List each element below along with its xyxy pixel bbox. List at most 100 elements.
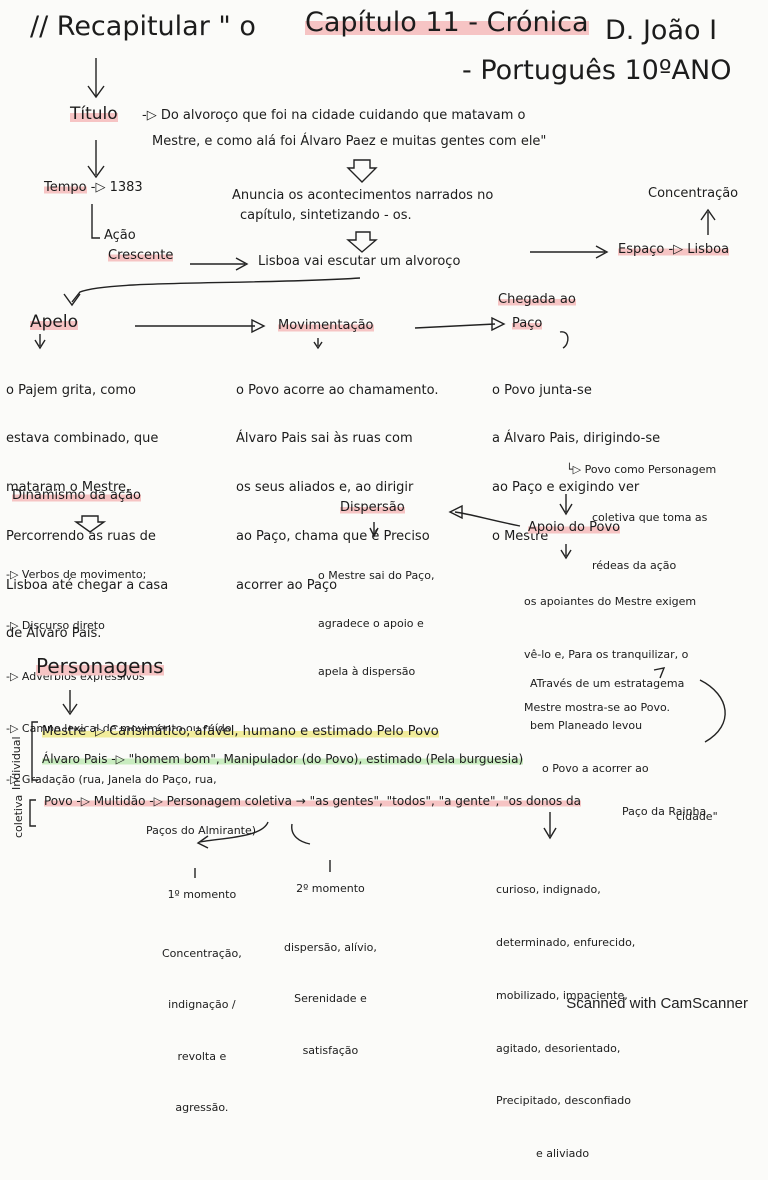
individual-label: Individual bbox=[10, 736, 23, 790]
adjetivos-povo: curioso, indignado, determinado, enfurec… bbox=[496, 846, 635, 1180]
adjetivo-line: determinado, enfurecido, bbox=[496, 935, 636, 949]
movimentacao-line: acorrer ao Paço bbox=[236, 577, 338, 593]
momento1-label: 1º momento bbox=[167, 888, 237, 902]
scanner-watermark: Scanned with CamScanner bbox=[566, 995, 748, 1012]
dinamismo-item: -▷ Discurso direto bbox=[6, 619, 105, 633]
momento2-label: 2º momento bbox=[296, 882, 365, 896]
povo-personagem-line: rédeas da ação bbox=[592, 558, 677, 572]
titulo-text-line2: Mestre, e como alá foi Álvaro Paez e mui… bbox=[152, 134, 547, 149]
dispersao-line: agradece o apoio e bbox=[318, 616, 424, 630]
estratagema-note: ATravés de um estratagema bem Planeado l… bbox=[530, 648, 706, 834]
momento2: 2º momento dispersão, alívio, Serenidade… bbox=[284, 846, 377, 1076]
mestre-line: Mestre -▷ Carismático, afável, humano e … bbox=[42, 724, 439, 740]
povo-text: Povo -▷ Multidão -▷ Personagem coletiva … bbox=[44, 794, 581, 808]
movimentacao-label: Movimentação bbox=[278, 318, 374, 334]
momento2-line: dispersão, alívio, bbox=[284, 941, 377, 955]
dinamismo-label-text: Dinamismo da ação bbox=[12, 488, 142, 503]
movimentacao-line: Álvaro Pais sai às ruas com bbox=[236, 431, 413, 447]
chegada-line1: Chegada ao bbox=[498, 292, 576, 308]
dispersao-label: Dispersão bbox=[340, 500, 405, 516]
chegada-line1-text: Chegada ao bbox=[498, 292, 576, 307]
chegada-line: a Álvaro Pais, dirigindo-se bbox=[492, 431, 661, 447]
dinamismo-item: Paços do Almirante) bbox=[146, 823, 257, 837]
dinamismo-label: Dinamismo da ação bbox=[12, 488, 142, 504]
apoio-line: Mestre mostra-se ao Povo. bbox=[524, 700, 671, 714]
personagens-label-text: Personagens bbox=[36, 654, 164, 678]
adjetivo-line: Precipitado, desconfiado bbox=[496, 1094, 632, 1108]
chegada-line2-text: Paço bbox=[512, 316, 543, 331]
momento2-line: satisfação bbox=[302, 1043, 359, 1057]
titulo-label-text: Título bbox=[70, 104, 118, 124]
movimentacao-line: o Povo acorre ao chamamento. bbox=[236, 382, 439, 398]
movimentacao-line: os seus aliados e, ao dirigir bbox=[236, 480, 414, 495]
header-recapitular: // Recapitular " o bbox=[30, 11, 256, 42]
apelo-label: Apelo bbox=[30, 312, 79, 333]
apoio-label: Apoio do Povo bbox=[528, 520, 621, 536]
tempo-block: Tempo -▷ 1383 bbox=[44, 180, 143, 196]
tempo-label: Tempo bbox=[44, 180, 87, 195]
chegada-line: ao Paço e exigindo ver bbox=[492, 480, 640, 495]
acao-value-text: Crescente bbox=[108, 248, 174, 263]
anuncia-line1: Anuncia os acontecimentos narrados no bbox=[232, 188, 494, 203]
dispersao-line: o Mestre sai do Paço, bbox=[318, 568, 435, 582]
espaco-text: Espaço -▷ Lisboa bbox=[618, 242, 730, 257]
mestre-text: Mestre -▷ Carismático, afável, humano e … bbox=[42, 724, 439, 739]
chegada-line: o Povo junta-se bbox=[492, 382, 592, 398]
adjetivo-line: curioso, indignado, bbox=[496, 883, 601, 897]
apoio-line: os apoiantes do Mestre exigem bbox=[524, 595, 697, 609]
apelo-line: Lisboa até chegar a casa bbox=[6, 577, 169, 593]
titulo-label: Título bbox=[70, 104, 118, 125]
adjetivo-line: agitado, desorientado, bbox=[496, 1041, 621, 1055]
povo-personagem-line: └▷ Povo como Personagem bbox=[566, 462, 717, 476]
header-king: D. João I bbox=[605, 15, 718, 46]
tempo-value: -▷ 1383 bbox=[90, 180, 143, 195]
estratagema-line: o Povo a acorrer ao bbox=[542, 762, 649, 776]
momento2-line: Serenidade e bbox=[294, 992, 367, 1006]
adjetivo-line: e aliviado bbox=[536, 1147, 590, 1161]
header-chapter: Capítulo 11 - Crónica bbox=[305, 6, 589, 40]
dispersao-label-text: Dispersão bbox=[340, 500, 405, 515]
dispersao-line: apela à dispersão bbox=[318, 664, 416, 678]
dinamismo-item: -▷ Gradação (rua, Janela do Paço, rua, bbox=[6, 772, 217, 786]
header-subject: - Português 10ºANO bbox=[462, 55, 732, 86]
anuncia-line2: capítulo, sintetizando - os. bbox=[240, 208, 412, 223]
momento1-line: agressão. bbox=[175, 1100, 229, 1114]
estratagema-line: bem Planeado levou bbox=[530, 719, 643, 733]
titulo-text-line1: -▷ Do alvoroço que foi na cidade cuidand… bbox=[142, 108, 526, 123]
apelo-line: estava combinado, que bbox=[6, 431, 159, 447]
povo-personagem-note: └▷ Povo como Personagem coletiva que tom… bbox=[566, 430, 716, 589]
alvaro-text: Álvaro Pais -▷ "homem bom", Manipulador … bbox=[42, 752, 524, 766]
arrows-layer bbox=[29, 58, 726, 878]
apelo-line: Percorrendo as ruas de bbox=[6, 528, 156, 544]
momento1: 1º momento Concentração, indignação / re… bbox=[162, 852, 242, 1133]
concentracao-label: Concentração bbox=[648, 186, 739, 201]
coletiva-label: coletiva bbox=[12, 794, 25, 838]
apelo-line: o Pajem grita, como bbox=[6, 382, 136, 398]
povo-line: Povo -▷ Multidão -▷ Personagem coletiva … bbox=[44, 794, 581, 809]
povo-line2: cidade" bbox=[676, 810, 718, 823]
acao-label: Ação bbox=[104, 228, 136, 243]
momento1-line: Concentração, bbox=[162, 947, 242, 961]
acao-value: Crescente bbox=[108, 248, 174, 264]
estratagema-line: Paço da Rainha bbox=[622, 805, 707, 819]
chegada-line2: Paço bbox=[512, 316, 543, 332]
alvaro-line: Álvaro Pais -▷ "homem bom", Manipulador … bbox=[42, 752, 524, 767]
momento1-line: revolta e bbox=[177, 1049, 227, 1063]
personagens-label: Personagens bbox=[36, 654, 164, 679]
espaco-label: Espaço -▷ Lisboa bbox=[618, 242, 730, 258]
momento1-line: indignação / bbox=[168, 998, 236, 1012]
lisboa-line: Lisboa vai escutar um alvoroço bbox=[258, 254, 461, 269]
movimentacao-label-text: Movimentação bbox=[278, 318, 374, 333]
chegada-text: o Povo junta-se a Álvaro Pais, dirigindo… bbox=[492, 350, 660, 561]
apoio-text: os apoiantes do Mestre exigem vê-lo e, P… bbox=[524, 558, 696, 734]
adjetivo-line: mobilizado, impaciente, bbox=[496, 988, 628, 1002]
estratagema-line: ATravés de um estratagema bbox=[530, 676, 685, 690]
movimentacao-text: o Povo acorre ao chamamento. Álvaro Pais… bbox=[236, 350, 438, 610]
dispersao-text: o Mestre sai do Paço, agradece o apoio e… bbox=[318, 536, 434, 695]
apelo-label-text: Apelo bbox=[30, 312, 79, 332]
dinamismo-item: -▷ Verbos de movimento; bbox=[6, 568, 147, 582]
apoio-line: vê-lo e, Para os tranquilizar, o bbox=[524, 647, 689, 661]
apelo-line: de Álvaro Pais. bbox=[6, 626, 102, 642]
header-chapter-text: Capítulo 11 - Crónica bbox=[305, 7, 589, 38]
apoio-label-text: Apoio do Povo bbox=[528, 520, 621, 535]
